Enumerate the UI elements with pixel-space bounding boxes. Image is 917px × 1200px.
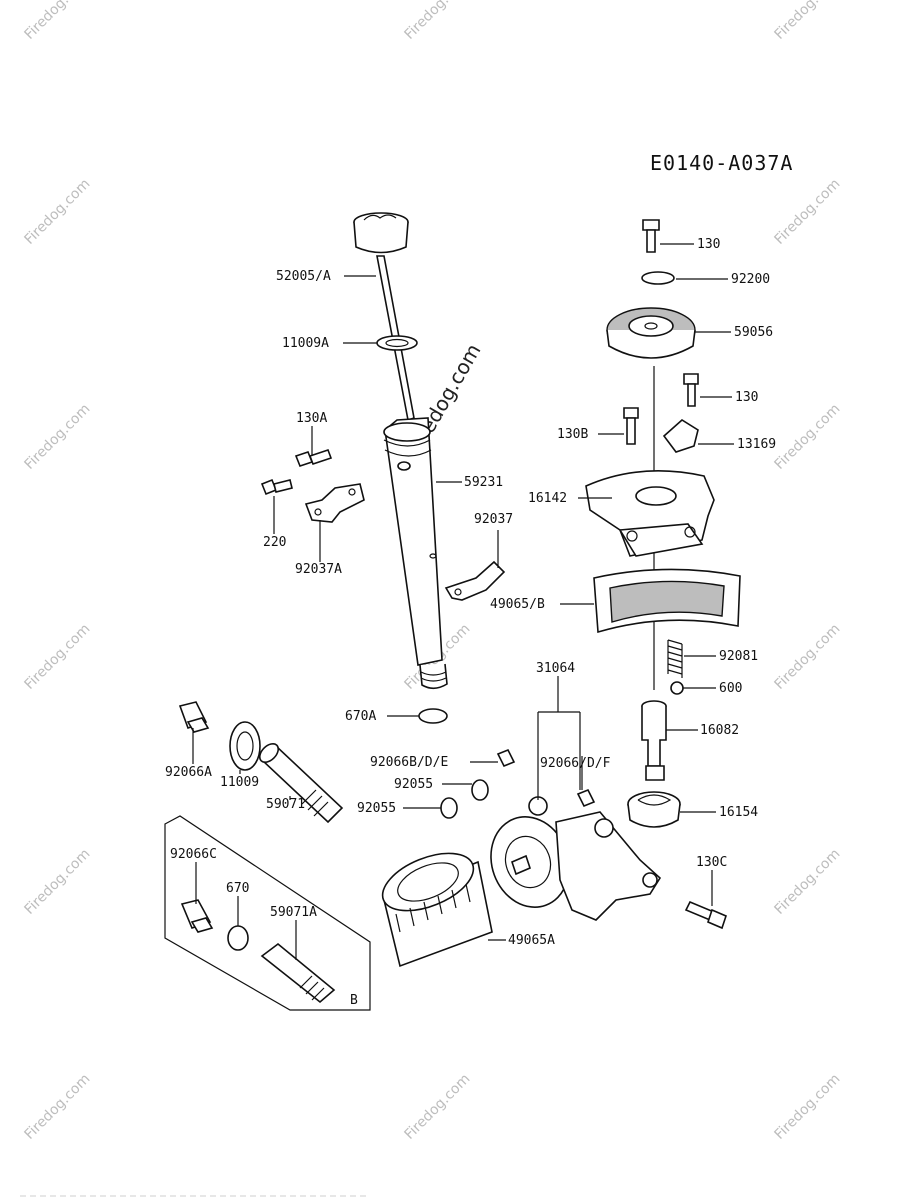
watermark: Firedog.com bbox=[772, 621, 844, 693]
watermark: Firedog.com bbox=[22, 401, 94, 473]
watermark: Firedog.com bbox=[402, 0, 474, 43]
part-label: 130B bbox=[557, 427, 588, 442]
part-label: 16142 bbox=[528, 491, 567, 506]
part-label: 92037 bbox=[474, 512, 513, 527]
bolt-130b bbox=[623, 407, 639, 445]
part-label: 59231 bbox=[464, 475, 503, 490]
bolt-130c bbox=[684, 900, 727, 930]
part-label: 13169 bbox=[737, 437, 776, 452]
washer-11009 bbox=[229, 721, 261, 771]
part-label: 92066C bbox=[170, 847, 217, 862]
o-ring-670a bbox=[418, 708, 448, 724]
part-label: 600 bbox=[719, 681, 742, 696]
part-label: 130 bbox=[697, 237, 720, 252]
pump-body-16142 bbox=[585, 470, 715, 557]
watermark: Firedog.com bbox=[772, 846, 844, 918]
part-label: 11009 bbox=[220, 775, 259, 790]
plate-13169 bbox=[662, 419, 699, 453]
part-label: 59056 bbox=[734, 325, 773, 340]
oil-filter-49065a bbox=[381, 852, 493, 968]
pump-housing-31064 bbox=[490, 796, 662, 921]
plug-92066a bbox=[178, 701, 210, 733]
spring-92081 bbox=[667, 639, 683, 678]
part-label: 130C bbox=[696, 855, 727, 870]
watermark: Firedog.com bbox=[772, 176, 844, 248]
bracket-92037a bbox=[260, 448, 365, 523]
part-label: 92200 bbox=[731, 272, 770, 287]
part-label: 670A bbox=[345, 709, 376, 724]
o-ring-92055-a bbox=[471, 779, 489, 801]
bolt-130-top bbox=[642, 219, 660, 253]
part-label: 130A bbox=[296, 411, 327, 426]
clamp-92037 bbox=[444, 560, 506, 601]
part-label: 92055 bbox=[357, 801, 396, 816]
part-label: 16082 bbox=[700, 723, 739, 738]
gear-59056 bbox=[606, 307, 696, 359]
part-label: 49065A bbox=[508, 933, 555, 948]
part-label: 670 bbox=[226, 881, 249, 896]
part-label: 16154 bbox=[719, 805, 758, 820]
diagram-code: E0140-A037A bbox=[650, 151, 793, 175]
part-label: 31064 bbox=[536, 661, 575, 676]
part-label: 220 bbox=[263, 535, 286, 550]
part-labels: 52005/A 11009A 130A 220 92037A 59231 920… bbox=[165, 237, 776, 948]
part-label: 59071 bbox=[266, 797, 305, 812]
pipe-59071 bbox=[258, 742, 344, 824]
watermark: Firedog.com bbox=[22, 1071, 94, 1143]
part-label: 52005/A bbox=[276, 269, 331, 284]
washer-92200 bbox=[641, 271, 675, 285]
o-ring-92055-b bbox=[440, 797, 458, 819]
part-label: 49065/B bbox=[490, 597, 545, 612]
rotor-16154 bbox=[627, 791, 681, 828]
watermark: Firedog.com bbox=[22, 621, 94, 693]
part-label: 92066B/D/E bbox=[370, 755, 448, 770]
watermark: Firedog.com bbox=[402, 1071, 474, 1143]
leader-lines bbox=[192, 243, 734, 960]
screen-49065b bbox=[593, 568, 741, 634]
watermark: Firedog.com bbox=[772, 401, 844, 473]
part-label: 92066A bbox=[165, 765, 212, 780]
part-label: 59071A bbox=[270, 905, 317, 920]
watermark: Firedog.com bbox=[22, 0, 94, 43]
part-label: 92037A bbox=[295, 562, 342, 577]
ball-600 bbox=[670, 681, 684, 695]
bolt-130-mid bbox=[683, 373, 699, 407]
watermark: Firedog.com bbox=[772, 0, 844, 43]
box-label: B bbox=[350, 993, 358, 1008]
watermark: Firedog.com bbox=[772, 1071, 844, 1143]
part-label: 92055 bbox=[394, 777, 433, 792]
dipstick-assembly bbox=[353, 212, 448, 690]
part-label: 11009A bbox=[282, 336, 329, 351]
shaft-16082 bbox=[641, 700, 667, 781]
watermark: Firedog.com bbox=[22, 846, 94, 918]
watermark: Firedog.com bbox=[22, 176, 94, 248]
fittings-92066 bbox=[496, 748, 596, 808]
inset-box-b: B bbox=[164, 815, 371, 1011]
part-label: 92081 bbox=[719, 649, 758, 664]
part-label: 92066/D/F bbox=[540, 756, 611, 771]
part-label: 130 bbox=[735, 390, 758, 405]
